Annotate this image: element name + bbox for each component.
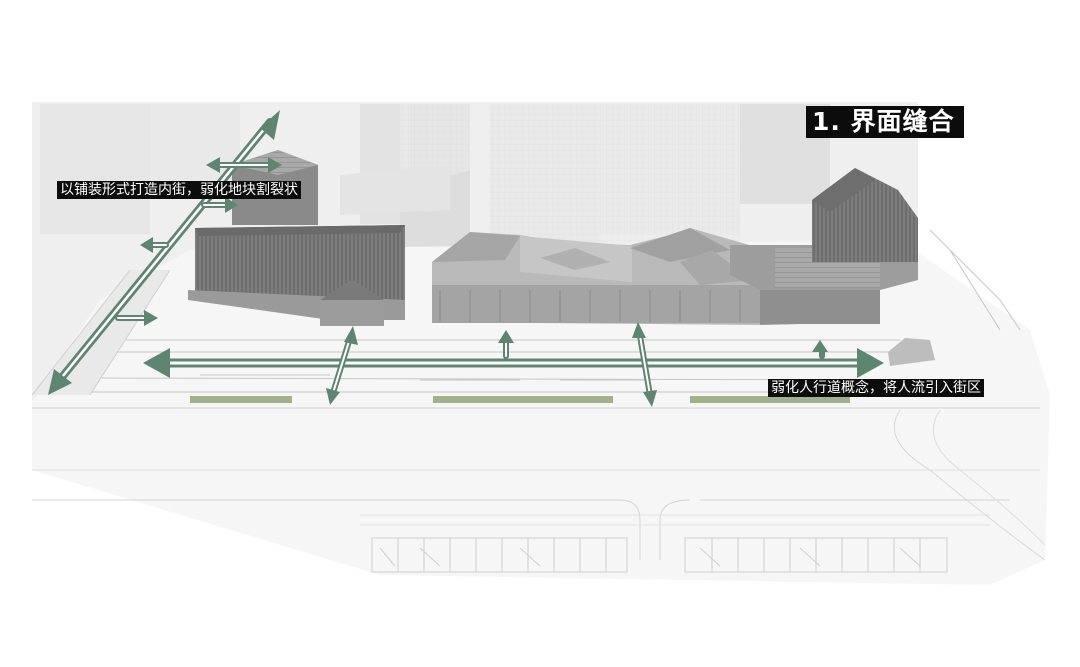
- parking-stalls: [371, 537, 948, 573]
- ground-plane: [32, 240, 1050, 585]
- arrow-main-street: [143, 348, 884, 378]
- green-strip-center: [433, 396, 613, 403]
- circulation-arrows: [48, 110, 884, 407]
- arrow-short-3: [140, 237, 169, 253]
- arrow-vertical-4: [812, 340, 828, 359]
- green-strip-left: [190, 396, 292, 403]
- arrow-short-2: [201, 197, 238, 213]
- arrow-short-4: [115, 310, 158, 326]
- buildings: [188, 150, 935, 366]
- annotation-sidewalk: 弱化人行道概念，将人流引入街区: [768, 379, 984, 397]
- arrow-vertical-1: [326, 326, 358, 405]
- diagram-title: 1. 界面缝合: [806, 106, 964, 138]
- green-strip-right: [690, 396, 850, 403]
- arrow-vertical-2: [498, 330, 514, 359]
- arrow-vertical-3: [632, 322, 657, 407]
- annotation-inner-street: 以铺装形式打造内街，弱化地块割裂状: [57, 181, 301, 199]
- arrow-short-1: [206, 157, 282, 173]
- green-planting-strips: [190, 396, 850, 403]
